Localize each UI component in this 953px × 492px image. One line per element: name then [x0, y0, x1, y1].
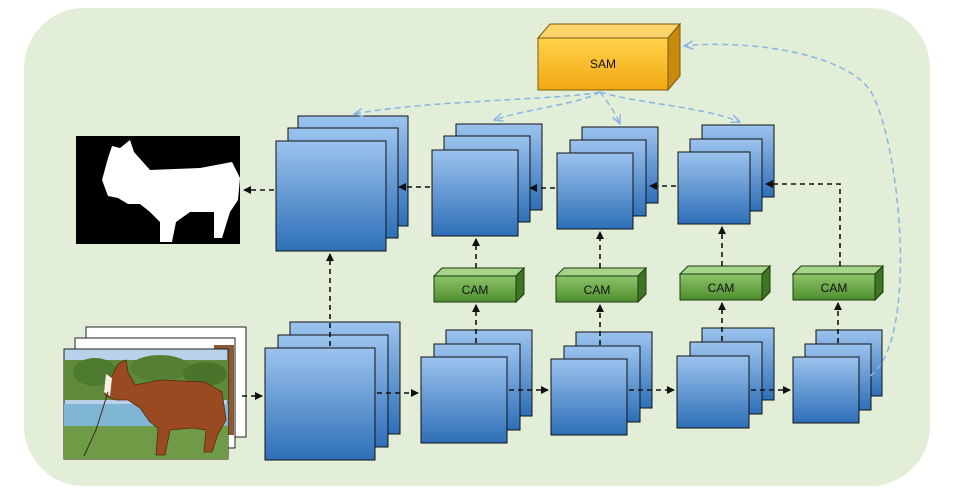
cam-module-1: CAM — [432, 266, 526, 304]
decoder-stack-2 — [431, 123, 543, 237]
arrow-sam-to-decoder-4 — [599, 91, 740, 122]
arrow-encoder-5-to-sam — [684, 44, 902, 377]
cam-module-2: CAM — [554, 266, 648, 304]
encoder-stack-1 — [264, 321, 401, 461]
encoder-stack-5 — [792, 329, 883, 424]
input-image-stack — [63, 326, 247, 460]
arrow-sam-to-decoder-3 — [599, 91, 620, 124]
cam-label-2: CAM — [584, 283, 611, 297]
sam-module: SAM — [536, 22, 682, 92]
decoder-stack-1 — [275, 115, 409, 252]
decoder-stack-3 — [556, 126, 659, 230]
arrow-cam-4-to-decoder-4 — [765, 180, 841, 266]
cam-label-4: CAM — [821, 281, 848, 295]
encoder-stack-4 — [676, 327, 775, 429]
encoder-stack-2 — [420, 329, 533, 444]
cam-module-3: CAM — [678, 264, 772, 302]
cam-label-1: CAM — [462, 283, 489, 297]
sam-label: SAM — [590, 57, 616, 71]
encoder-stack-3 — [550, 331, 653, 436]
cam-module-4: CAM — [791, 264, 885, 302]
cam-label-3: CAM — [708, 281, 735, 295]
decoder-stack-4 — [677, 124, 775, 225]
output-mask — [76, 136, 240, 244]
input-image — [63, 348, 229, 460]
